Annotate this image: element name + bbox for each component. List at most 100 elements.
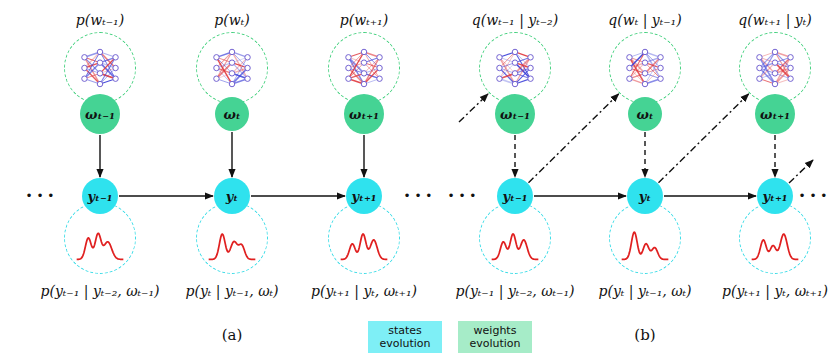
dashdot-arrow <box>789 160 813 183</box>
network-neuron <box>214 76 219 81</box>
network-neuron <box>245 76 250 81</box>
arrow-connector <box>99 135 100 177</box>
network-neuron <box>97 71 102 76</box>
network-neuron <box>788 76 793 81</box>
network-weight <box>232 68 248 84</box>
network-neuron <box>757 55 762 60</box>
math-label: ωₜ₊₁ <box>349 108 379 121</box>
panel-label: (b) <box>634 326 655 344</box>
network-neuron <box>528 65 533 70</box>
arrow-connector <box>119 195 213 196</box>
ellipsis-dots: • • • <box>26 189 55 203</box>
math-label: p(yₜ | yₜ₋₁, ωₜ) <box>599 283 692 300</box>
ellipsis-dots: • • • <box>799 189 828 203</box>
math-label: p(wₜ₊₁) <box>340 12 388 29</box>
network-neuron <box>642 71 647 76</box>
network-neuron <box>361 81 366 86</box>
network-neuron <box>512 60 517 65</box>
network-neuron <box>788 55 793 60</box>
density-curve <box>622 232 669 259</box>
arrow-connector <box>231 132 232 177</box>
network-neuron <box>497 65 502 70</box>
weight-node: ωₜ₋₁ <box>495 94 535 134</box>
network-weight <box>84 63 100 79</box>
math-label: yₜ <box>226 190 238 203</box>
math-label: p(wₜ) <box>214 12 249 29</box>
network-neuron <box>245 55 250 60</box>
network-neuron <box>757 65 762 70</box>
network-neuron <box>361 60 366 65</box>
network-neuron <box>512 49 517 54</box>
network-drawing <box>197 33 267 103</box>
network-neuron <box>113 55 118 60</box>
network-neuron <box>361 49 366 54</box>
legend-text: states evolution <box>374 324 436 350</box>
density-curve <box>77 233 124 259</box>
network-drawing <box>610 33 680 103</box>
network-neuron <box>229 71 234 76</box>
network-neuron <box>97 60 102 65</box>
density-curve <box>492 234 539 259</box>
network-neuron <box>97 49 102 54</box>
network-neuron <box>113 65 118 70</box>
network-weight <box>645 68 661 84</box>
network-neuron <box>214 65 219 70</box>
network-neuron <box>377 65 382 70</box>
network-neuron <box>627 55 632 60</box>
math-label: ωₜ₋₁ <box>500 108 530 121</box>
network-neuron <box>229 60 234 65</box>
network-drawing <box>329 33 399 103</box>
weight-node: ωₜ₊₁ <box>755 94 795 134</box>
network-neuron <box>772 49 777 54</box>
network-drawing <box>65 33 135 103</box>
network-weight <box>775 68 791 84</box>
state-node: yₜ₊₁ <box>757 178 793 214</box>
network-neuron <box>377 76 382 81</box>
ellipsis-dots: • • • <box>448 189 477 203</box>
network-neuron <box>642 81 647 86</box>
network-neuron <box>658 55 663 60</box>
network-weight <box>629 63 645 79</box>
math-label: q(wₜ₋₁ | yₜ₋₂) <box>472 12 558 29</box>
math-label: p(yₜ₋₁ | yₜ₋₂, ωₜ₋₁) <box>456 283 575 300</box>
arrow-connector <box>659 94 749 183</box>
network-drawing <box>740 33 810 103</box>
network-neuron <box>113 76 118 81</box>
density-curve <box>341 234 388 259</box>
math-label: yₜ <box>639 190 651 203</box>
math-label: yₜ₋₁ <box>503 190 528 203</box>
network-neuron <box>528 55 533 60</box>
network-neuron <box>658 65 663 70</box>
math-label: q(wₜ | yₜ₋₁) <box>608 12 681 29</box>
network-neuron <box>497 55 502 60</box>
network-neuron <box>346 65 351 70</box>
math-label: p(yₜ | yₜ₋₁, ωₜ) <box>186 283 279 300</box>
network-weight <box>515 68 531 84</box>
legend-text: weights evolution <box>464 324 526 350</box>
weight-node: ωₜ <box>215 97 249 131</box>
arrow-connector <box>664 195 756 196</box>
network-circle: p(wₜ) <box>196 32 268 104</box>
arrow-connector <box>534 195 626 196</box>
state-node: yₜ₋₁ <box>497 178 533 214</box>
network-neuron <box>497 76 502 81</box>
math-label: p(yₜ₊₁ | yₜ, ωₜ₊₁) <box>311 283 417 300</box>
network-neuron <box>788 65 793 70</box>
density-curve <box>752 234 799 259</box>
math-label: p(yₜ₋₁ | yₜ₋₂, ωₜ₋₁) <box>41 283 160 300</box>
legend-swatch: weights evolution <box>458 321 532 353</box>
network-neuron <box>229 49 234 54</box>
network-neuron <box>627 76 632 81</box>
dashdot-arrow <box>459 94 488 122</box>
math-label: q(wₜ₊₁ | yₜ) <box>738 12 811 29</box>
math-label: p(wₜ₋₁) <box>76 12 124 29</box>
network-neuron <box>512 81 517 86</box>
network-drawing <box>480 33 550 103</box>
arrow-connector <box>774 135 775 177</box>
weight-node: ωₜ <box>628 97 662 131</box>
network-neuron <box>772 81 777 86</box>
network-neuron <box>97 81 102 86</box>
network-neuron <box>642 49 647 54</box>
state-node: yₜ₊₁ <box>346 178 382 214</box>
